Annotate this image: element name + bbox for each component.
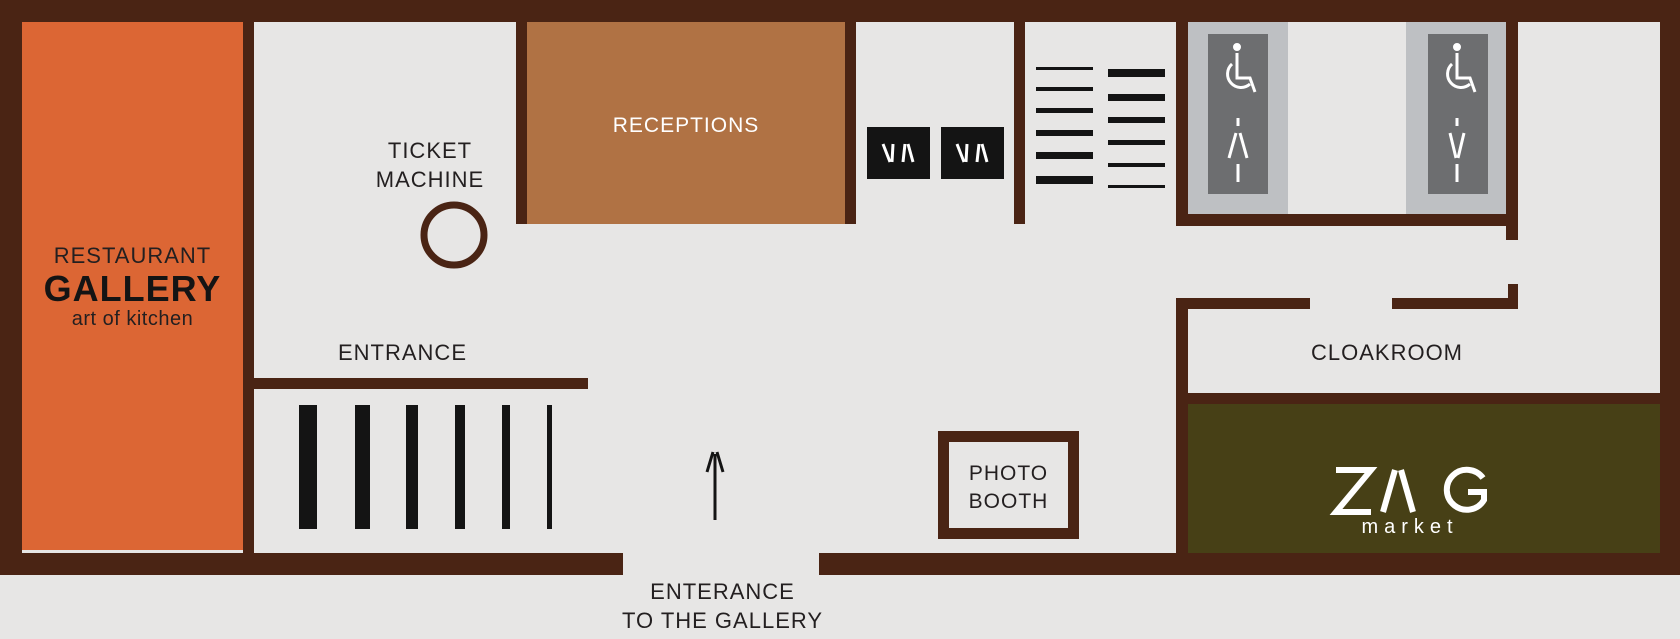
market-room[interactable]: [1188, 404, 1660, 554]
gallery-entrance-line1: ENTERANCE: [650, 579, 795, 604]
restaurant-name: GALLERY: [43, 268, 222, 309]
gallery-entrance-line2: TO THE GALLERY: [621, 608, 824, 633]
photo-booth-label: PHOTO BOOTH: [949, 460, 1068, 516]
man-icon: [1448, 118, 1466, 182]
lift-icon[interactable]: [941, 127, 1004, 179]
restaurant-label: RESTAURANT: [53, 243, 212, 268]
wall-right: [1660, 0, 1680, 575]
photo-booth-line1: PHOTO: [968, 462, 1049, 485]
wall-market-top: [1176, 393, 1660, 404]
restaurant-tagline: art of kitchen: [71, 308, 194, 330]
wall-toilet-bottom: [1176, 214, 1518, 226]
wall-left: [0, 0, 22, 575]
wall-cloak-top-right: [1392, 298, 1518, 309]
wall-stairs-left: [1014, 22, 1025, 224]
turnstiles: [299, 405, 552, 529]
reception-label: RECEPTIONS: [612, 114, 760, 137]
entrance-label: ENTRANCE: [337, 340, 467, 365]
wheelchair-icon: [1226, 43, 1257, 93]
lift-icon[interactable]: [867, 127, 930, 179]
gallery-entrance-label[interactable]: ENTERANCE TO THE GALLERY: [580, 577, 865, 635]
arrow-up-icon: [705, 451, 725, 520]
stairs-icon: [1036, 67, 1165, 188]
reception-room[interactable]: [527, 22, 845, 224]
ticket-machine-label: TICKET MACHINE: [350, 136, 510, 194]
market-sub: market: [1361, 516, 1459, 538]
restaurant-room[interactable]: [22, 22, 243, 550]
ticket-machine-line2: MACHINE: [375, 167, 485, 192]
wall-toilet-left: [1176, 22, 1188, 226]
photo-booth-line2: BOOTH: [968, 490, 1049, 513]
wheelchair-icon: [1446, 43, 1477, 93]
wall-bottom-left: [0, 553, 623, 575]
ticket-machine-icon[interactable]: [420, 201, 488, 269]
wall-top: [0, 0, 1680, 22]
wall-cloak-top-left: [1176, 298, 1310, 309]
wall-restaurant: [243, 22, 254, 553]
wall-reception-left: [516, 22, 527, 224]
cloakroom-label: CLOAKROOM: [1310, 340, 1464, 365]
wall-toilet-right: [1506, 22, 1518, 240]
wall-bottom-right: [819, 553, 1680, 575]
wall-cloak-left: [1176, 298, 1188, 554]
wall-reception-right: [845, 22, 856, 224]
wall-entrance-rail: [254, 378, 588, 389]
photo-booth[interactable]: [938, 431, 1079, 539]
woman-icon: [1227, 118, 1249, 182]
ticket-machine-line1: TICKET: [387, 138, 473, 163]
wall-cloak-post: [1508, 284, 1518, 309]
zag-logo: [1329, 466, 1487, 515]
